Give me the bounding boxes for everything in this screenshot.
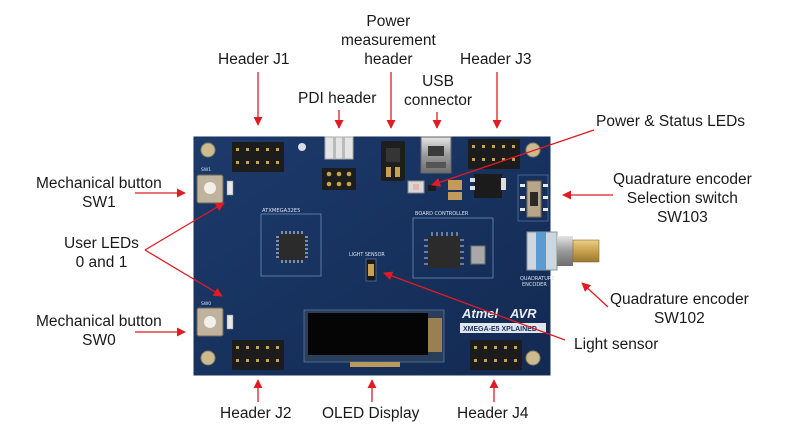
label-line: SW103 — [656, 209, 708, 226]
label-line: measurement — [341, 32, 436, 49]
arrow-power-status-leds — [431, 129, 595, 187]
label-line: Quadrature encoder — [613, 171, 752, 188]
label-usb-connector: USB connector — [404, 72, 472, 110]
svg-text:QUADRATURE: QUADRATURE — [520, 276, 555, 282]
callout-arrows — [135, 72, 613, 402]
pdi-header-part — [322, 136, 356, 190]
sw1-part: SW1 — [196, 167, 234, 204]
label-line: Power — [366, 13, 411, 30]
status-leds-part — [407, 180, 436, 194]
label-line: header — [364, 51, 413, 68]
label-quadrature-selection-switch: Quadrature encoder Selection switch SW10… — [613, 170, 752, 227]
svg-text:ENCODER: ENCODER — [522, 282, 547, 288]
label-line: SW1 — [82, 194, 116, 211]
svg-text:SW1: SW1 — [201, 167, 211, 173]
label-mechanical-button-sw0: Mechanical button SW0 — [36, 312, 162, 350]
header-j4-part — [470, 340, 522, 370]
label-header-j1: Header J1 — [218, 50, 290, 69]
board-controller-part: BOARD CONTROLLER — [412, 211, 494, 279]
label-light-sensor: Light sensor — [574, 335, 658, 354]
oled-display-part — [303, 309, 445, 367]
light-sensor-part: LIGHT SENSOR — [349, 252, 385, 282]
svg-text:XMEGA-E5 XPLAINED: XMEGA-E5 XPLAINED — [463, 326, 537, 333]
svg-text:AVR: AVR — [509, 306, 537, 321]
branding: Atmel AVR XMEGA-E5 XPLAINED — [460, 306, 546, 333]
label-line: Header J3 — [460, 51, 532, 68]
selection-switch-part — [517, 174, 549, 222]
header-j3-part — [468, 139, 520, 169]
sw0-part: SW0 — [196, 301, 234, 337]
label-line: Header J1 — [218, 51, 290, 68]
svg-text:ATXMEGA32E5: ATXMEGA32E5 — [262, 208, 300, 214]
mcu-part: ATXMEGA32E5 — [260, 208, 322, 277]
label-line: Header J4 — [457, 405, 529, 422]
label-oled-display: OLED Display — [322, 404, 419, 423]
label-user-leds: User LEDs 0 and 1 — [64, 234, 139, 272]
svg-text:LIGHT SENSOR: LIGHT SENSOR — [349, 252, 385, 258]
label-line: Mechanical button — [36, 313, 162, 330]
label-line: connector — [404, 92, 473, 109]
label-line: Power & Status LEDs — [596, 113, 746, 130]
usb-connector-part — [420, 136, 452, 174]
label-line: 0 and 1 — [75, 254, 128, 271]
label-line: User LEDs — [64, 235, 139, 252]
label-line: SW0 — [82, 332, 116, 349]
label-pdi-header: PDI header — [298, 89, 376, 108]
label-power-measurement-header: Power measurement header — [341, 12, 436, 69]
arrow-user-led-1 — [144, 202, 225, 251]
label-line: Selection switch — [626, 190, 738, 207]
svg-text:Atmel: Atmel — [461, 306, 499, 321]
label-line: Mechanical button — [36, 175, 162, 192]
power-measurement-part — [381, 141, 405, 181]
regulator-part — [448, 174, 506, 200]
svg-text:SW0: SW0 — [201, 301, 211, 307]
quadrature-encoder-part: QUADRATURE ENCODER — [520, 231, 600, 288]
label-line: USB — [422, 73, 454, 90]
label-line: OLED Display — [322, 405, 420, 422]
label-power-status-leds: Power & Status LEDs — [596, 112, 745, 131]
label-quadrature-encoder: Quadrature encoder SW102 — [610, 290, 749, 328]
header-j2-part — [232, 340, 284, 370]
svg-text:BOARD CONTROLLER: BOARD CONTROLLER — [415, 211, 469, 217]
label-line: SW102 — [653, 310, 705, 327]
arrow-light-sensor — [383, 271, 566, 341]
arrow-quadrature-encoder — [581, 282, 609, 308]
arrow-user-led-0 — [144, 249, 223, 297]
label-header-j4: Header J4 — [457, 404, 529, 423]
label-line: Header J2 — [220, 405, 292, 422]
label-mechanical-button-sw1: Mechanical button SW1 — [36, 174, 162, 212]
label-line: Light sensor — [574, 336, 659, 353]
header-j1-part — [232, 142, 284, 172]
label-header-j3: Header J3 — [460, 50, 532, 69]
gnd-pads — [200, 142, 541, 366]
label-line: PDI header — [298, 90, 377, 107]
label-header-j2: Header J2 — [220, 404, 292, 423]
label-line: Quadrature encoder — [610, 291, 749, 308]
